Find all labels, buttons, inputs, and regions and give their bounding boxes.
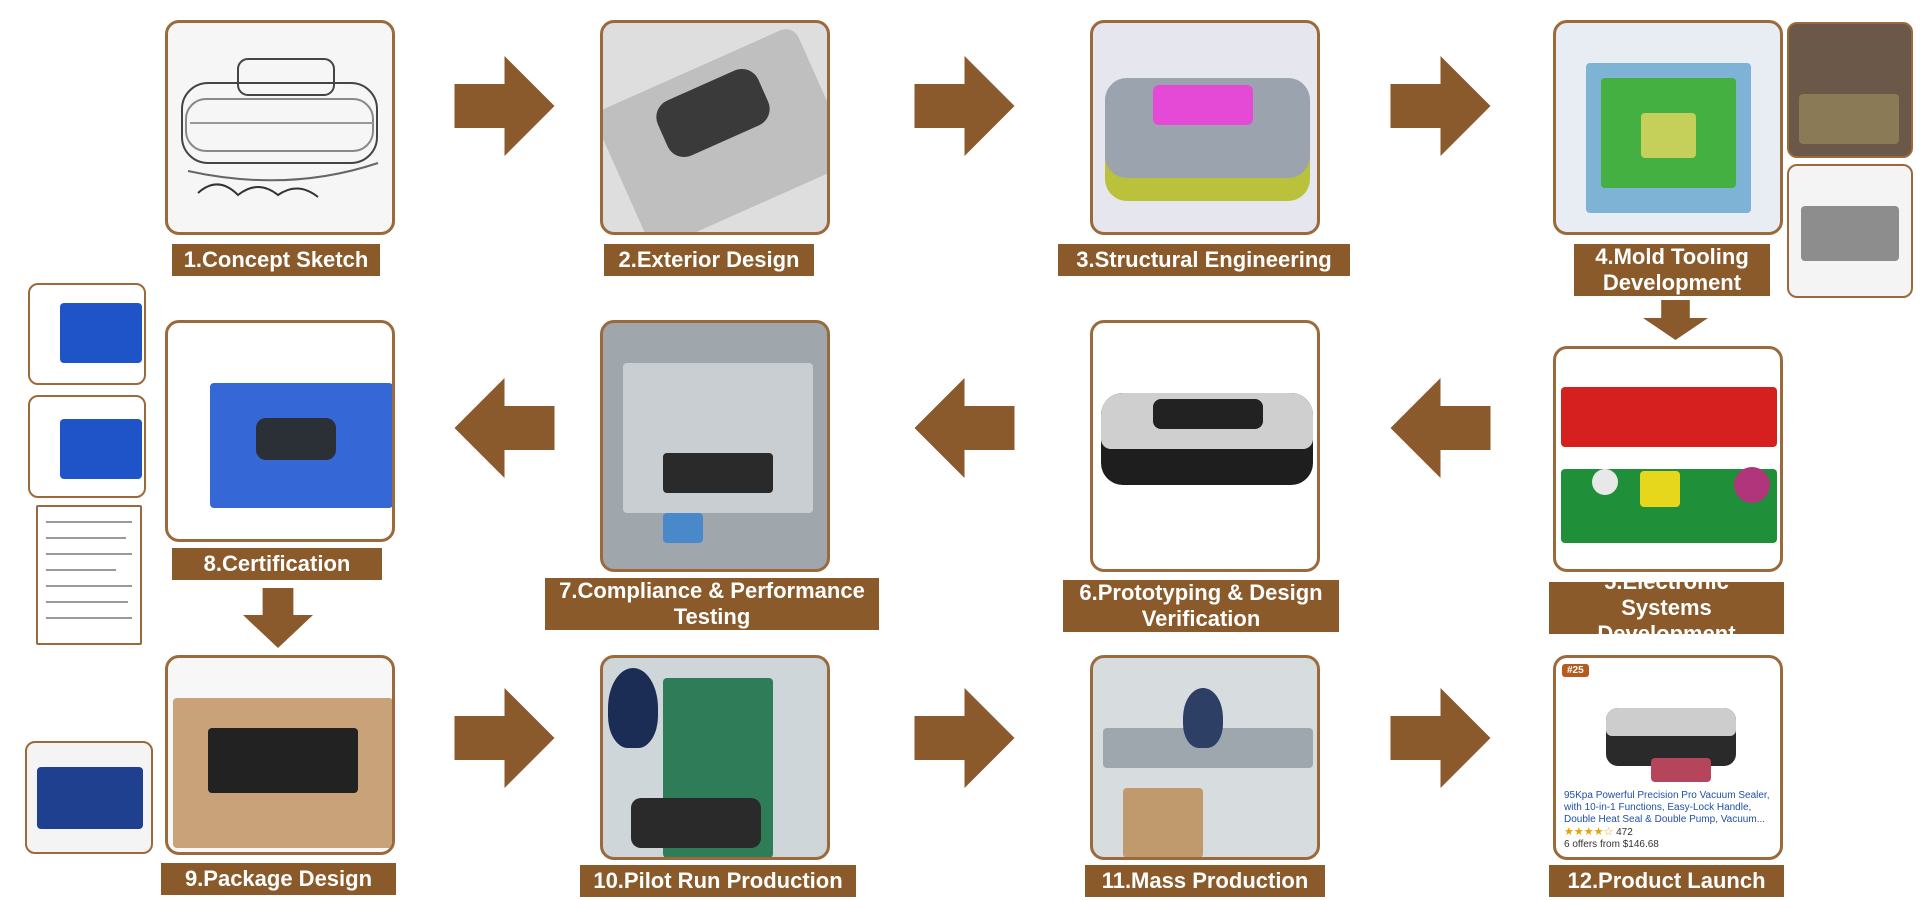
document-line	[46, 537, 126, 539]
step-8-image-certification	[165, 320, 395, 542]
step-6-label: 6.Prototyping & Design Verification	[1063, 580, 1339, 632]
rank-badge: #25	[1562, 664, 1589, 677]
listing-rating: ★★★★☆ 472	[1564, 826, 1772, 839]
step-5-label: 5.Electronic Systems Development	[1549, 569, 1784, 646]
arrow-left-icon	[912, 378, 1017, 478]
rating-count: 472	[1616, 827, 1633, 838]
arrow-down-icon	[243, 588, 313, 648]
mold-core-shape	[1641, 113, 1696, 158]
step-1-label: 1.Concept Sketch	[172, 244, 380, 276]
step-4-image-mold-tooling	[1553, 20, 1783, 235]
product-listing: 95Kpa Powerful Precision Pro Vacuum Seal…	[1564, 790, 1772, 851]
step-5-image-electronics	[1553, 346, 1783, 572]
step-9-image-package	[165, 655, 395, 855]
step-6-image-prototype	[1090, 320, 1320, 572]
step-7-image-testing	[600, 320, 830, 572]
document-line	[46, 601, 128, 603]
package-box-photo	[25, 741, 153, 854]
arrow-left-icon	[1388, 378, 1493, 478]
cert-photo-top	[28, 283, 146, 385]
listing-offers[interactable]: 6 offers from $146.68	[1564, 839, 1659, 850]
document-line	[46, 617, 132, 619]
document-line	[46, 585, 132, 587]
mold-machining-photo	[1787, 22, 1913, 158]
cardboard-box-shape	[1123, 788, 1203, 857]
listing-title[interactable]: 95Kpa Powerful Precision Pro Vacuum Seal…	[1564, 790, 1770, 825]
step-4-label: 4.Mold Tooling Development	[1574, 244, 1770, 296]
step-3-label: 3.Structural Engineering	[1058, 244, 1350, 276]
document-line	[46, 553, 132, 555]
cert-product-shape	[256, 418, 336, 460]
step-1-image-concept-sketch	[165, 20, 395, 235]
sealer-top-shape	[1606, 708, 1736, 736]
concept-sketch-drawing	[181, 58, 379, 198]
arrow-right-icon	[452, 688, 557, 788]
step-8-label: 8.Certification	[172, 548, 382, 580]
test-rig-screen	[663, 513, 703, 543]
sealed-meat-shape	[1651, 758, 1711, 782]
cert-document	[36, 505, 142, 645]
arrow-right-icon	[912, 688, 1017, 788]
mold-insert-shape	[1801, 206, 1899, 261]
step-12-image-product-launch: #25 95Kpa Powerful Precision Pro Vacuum …	[1553, 655, 1783, 860]
unit-on-line-shape	[631, 798, 761, 848]
worker-shape	[1183, 688, 1223, 748]
worker-shape	[608, 668, 658, 748]
arrow-down-icon	[1643, 300, 1708, 340]
cad-panel-shape	[1153, 85, 1253, 125]
foam-insert-shape	[208, 728, 358, 793]
document-line	[46, 521, 132, 523]
arrow-right-icon	[1388, 56, 1493, 156]
step-11-label: 11.Mass Production	[1085, 865, 1325, 897]
star-rating-icon: ★★★★☆	[1564, 826, 1614, 838]
step-11-image-mass-production	[1090, 655, 1320, 860]
inductor-shape	[1734, 467, 1770, 503]
cert-unit-shape	[60, 303, 142, 363]
step-7-label: 7.Compliance & Performance Testing	[545, 578, 879, 630]
step-3-image-structural-engineering	[1090, 20, 1320, 235]
arrow-right-icon	[1388, 688, 1493, 788]
cert-board-shape	[60, 419, 142, 479]
cert-photo-middle	[28, 395, 146, 498]
pcb-layout-shape	[1561, 387, 1777, 447]
arrow-right-icon	[452, 56, 557, 156]
step-10-image-pilot-run	[600, 655, 830, 860]
step-10-label: 10.Pilot Run Production	[580, 865, 856, 897]
step-12-label: 12.Product Launch	[1549, 865, 1784, 897]
mold-insert-photo	[1787, 164, 1913, 298]
machine-part-shape	[1799, 94, 1899, 144]
transformer-shape	[1640, 471, 1680, 507]
arrow-right-icon	[912, 56, 1017, 156]
prototype-panel-shape	[1153, 399, 1263, 429]
arrow-left-icon	[452, 378, 557, 478]
document-line	[46, 569, 116, 571]
test-rig-device	[663, 453, 773, 493]
package-box-shape	[37, 767, 143, 829]
step-9-label: 9.Package Design	[161, 863, 396, 895]
capacitor-shape	[1592, 469, 1618, 495]
step-2-label: 2.Exterior Design	[604, 244, 814, 276]
step-2-image-exterior-design	[600, 20, 830, 235]
